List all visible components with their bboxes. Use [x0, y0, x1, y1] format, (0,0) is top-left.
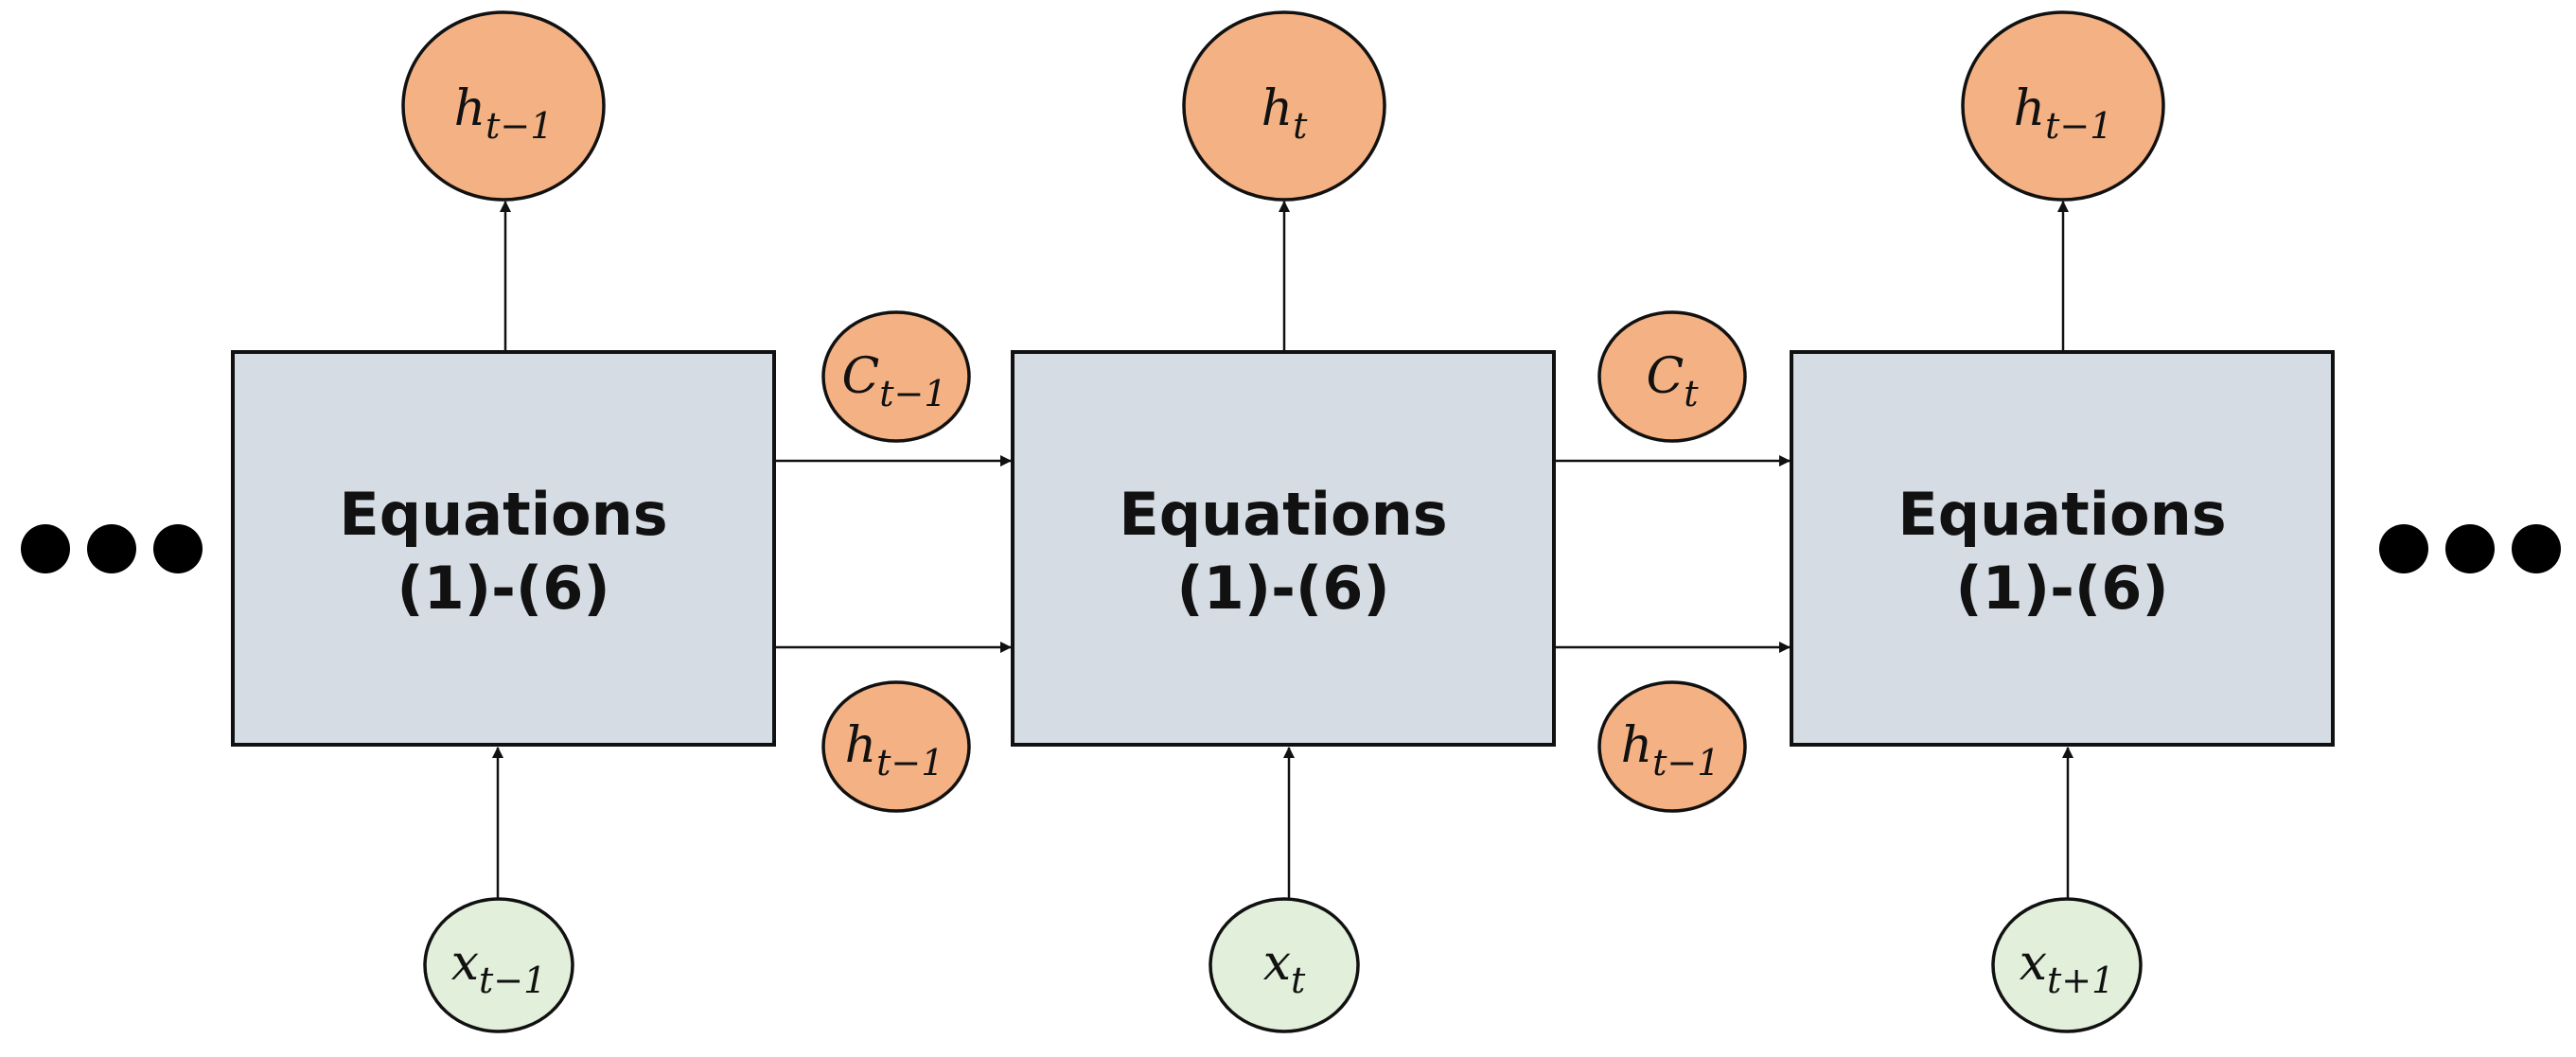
- hidden-state-node: ht−1: [1597, 680, 1747, 813]
- output-node: ht−1: [1961, 10, 2165, 202]
- node-subscript: t−1: [879, 373, 946, 414]
- input-node-label: xt: [1263, 935, 1306, 1001]
- cell-label-line1: Equations: [1119, 480, 1447, 549]
- node-subscript: t: [1293, 105, 1308, 147]
- hidden-state-node: ht−1: [821, 680, 971, 813]
- hidden-state-node-shape: [821, 680, 971, 813]
- cell-state-node-shape: [1597, 310, 1747, 443]
- lstm-cell-box: [1790, 350, 2335, 747]
- lstm-cell: Equations (1)-(6): [1011, 350, 1556, 747]
- hidden-state-node-label: ht−1: [845, 717, 944, 784]
- node-symbol: x: [1263, 935, 1291, 992]
- node-symbol: h: [845, 717, 877, 774]
- input-node: xt: [1209, 897, 1360, 1033]
- node-subscript: t−1: [2045, 105, 2112, 147]
- output-node-shape: [1961, 10, 2165, 202]
- right-ellipsis: [2379, 524, 2561, 573]
- node-subscript: t−1: [479, 960, 546, 1001]
- node-symbol: h: [2014, 80, 2046, 137]
- output-node-label: ht−1: [454, 80, 554, 147]
- node-symbol: x: [2020, 935, 2047, 992]
- ellipsis-dot: [2512, 524, 2561, 573]
- cell-label-line2: (1)-(6): [397, 554, 609, 623]
- node-subscript: t: [1684, 373, 1699, 414]
- ellipsis-dot: [21, 524, 70, 573]
- output-node-shape: [401, 10, 606, 202]
- lstm-cell: Equations (1)-(6): [231, 350, 776, 747]
- cell-label-line1: Equations: [1897, 480, 2226, 549]
- output-node-label: ht: [1262, 80, 1309, 147]
- node-subscript: t−1: [485, 105, 553, 147]
- input-node-shape: [1209, 897, 1360, 1033]
- node-subscript: t+1: [2047, 960, 2114, 1001]
- input-node-label: xt+1: [2020, 935, 2115, 1001]
- output-node-shape: [1182, 10, 1386, 202]
- output-node: ht−1: [401, 10, 606, 202]
- input-node-shape: [1991, 897, 2143, 1033]
- input-node-shape: [423, 897, 574, 1033]
- output-node: ht: [1182, 10, 1386, 202]
- node-subscript: t−1: [1652, 742, 1720, 784]
- cell-state-node: Ct: [1597, 310, 1747, 443]
- lstm-cell-box: [1011, 350, 1556, 747]
- ellipsis-dot: [153, 524, 203, 573]
- cell-state-node: Ct−1: [821, 310, 971, 443]
- ellipsis-dot: [87, 524, 136, 573]
- cell-state-node-label: Ct−1: [841, 348, 946, 414]
- node-subscript: t−1: [876, 742, 944, 784]
- lstm-cell: Equations (1)-(6): [1790, 350, 2335, 747]
- cell-state-node-shape: [821, 310, 971, 443]
- ellipsis-dot: [2445, 524, 2495, 573]
- node-symbol: C: [841, 348, 879, 405]
- input-node: xt+1: [1991, 897, 2143, 1033]
- node-symbol: x: [451, 935, 479, 992]
- cell-label-line1: Equations: [339, 480, 667, 549]
- input-node: xt−1: [423, 897, 574, 1033]
- node-symbol: h: [1621, 717, 1653, 774]
- node-symbol: h: [454, 80, 486, 137]
- cell-label-line2: (1)-(6): [1955, 554, 2168, 623]
- lstm-cell-box: [231, 350, 776, 747]
- node-subscript: t: [1291, 960, 1306, 1001]
- node-symbol: h: [1262, 80, 1294, 137]
- input-node-label: xt−1: [451, 935, 547, 1001]
- hidden-state-node-label: ht−1: [1621, 717, 1720, 784]
- left-ellipsis: [21, 524, 203, 573]
- cell-label-line2: (1)-(6): [1176, 554, 1389, 623]
- node-symbol: C: [1646, 348, 1684, 405]
- cell-state-node-label: Ct: [1646, 348, 1699, 414]
- ellipsis-dot: [2379, 524, 2428, 573]
- hidden-state-node-shape: [1597, 680, 1747, 813]
- output-node-label: ht−1: [2014, 80, 2113, 147]
